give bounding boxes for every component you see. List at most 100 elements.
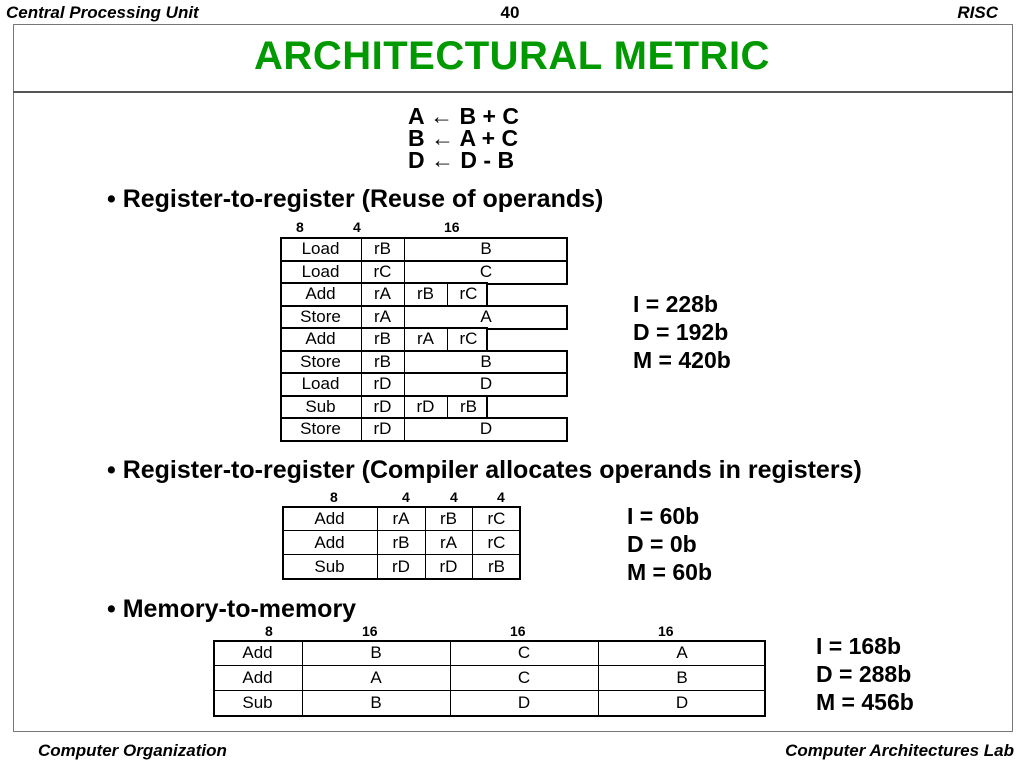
section-3-bullet: • Memory-to-memory — [107, 595, 357, 623]
field-divider — [361, 305, 362, 328]
data-bits: D = 288b — [816, 661, 912, 687]
opcode-cell: Add — [305, 284, 336, 303]
bit-width-label: 8 — [330, 489, 338, 505]
bit-width-label: 16 — [444, 219, 460, 235]
opcode-cell: Store — [300, 419, 341, 438]
operand-cell: D — [675, 693, 689, 712]
slide-title: ARCHITECTURAL METRIC — [254, 34, 770, 78]
memory-bits: M = 420b — [633, 347, 731, 373]
opcode-cell: Store — [300, 352, 341, 371]
register-cell: rD — [373, 397, 392, 416]
register-cell: rB — [374, 329, 391, 348]
field-divider — [404, 327, 405, 350]
field-divider — [404, 237, 405, 260]
register-cell: rA — [374, 284, 391, 303]
column-divider — [472, 506, 473, 578]
instruction-bits: I = 228b — [633, 291, 719, 317]
operand-cell: B — [370, 693, 382, 712]
opcode-cell: Add — [242, 643, 273, 662]
instruction-bits: I = 168b — [816, 633, 902, 659]
opcode-cell: Add — [305, 329, 336, 348]
column-divider — [302, 640, 303, 715]
field-divider — [447, 282, 448, 305]
operand-cell: B — [370, 643, 382, 662]
field-divider — [361, 237, 362, 260]
field-divider — [404, 260, 405, 283]
section-2-stats: I = 60b D = 0b M = 60b — [627, 502, 712, 586]
bit-width-label: 4 — [402, 489, 410, 505]
address-cell: A — [480, 307, 492, 326]
bit-width-label: 8 — [265, 623, 273, 639]
instruction-bits: I = 60b — [627, 503, 700, 529]
header-left: Central Processing Unit — [6, 3, 199, 22]
address-cell: C — [479, 262, 493, 281]
operand-cell: rB — [488, 557, 505, 576]
operand-cell: A — [370, 668, 382, 687]
opcode-cell: Store — [300, 307, 341, 326]
address-cell: D — [479, 419, 493, 438]
field-divider — [361, 327, 362, 350]
opcode-cell: Load — [301, 239, 340, 258]
bit-width-label: 4 — [497, 489, 505, 505]
register-cell: rC — [459, 284, 478, 303]
opcode-cell: Sub — [314, 557, 345, 576]
register-cell: rB — [417, 284, 434, 303]
operand-cell: A — [676, 643, 688, 662]
section-2-bullet: • Register-to-register (Compiler allocat… — [107, 456, 862, 484]
operand-cell: C — [517, 668, 531, 687]
register-cell: rA — [374, 307, 391, 326]
bit-width-label: 16 — [658, 623, 674, 639]
table-border — [282, 506, 521, 580]
footer-right: Computer Architectures Lab — [785, 741, 1014, 760]
operand-cell: rD — [439, 557, 458, 576]
operand-cell: rA — [440, 533, 457, 552]
operand-cell: rC — [487, 509, 506, 528]
instruction-row — [280, 417, 568, 442]
opcode-cell: Add — [314, 509, 345, 528]
field-divider — [404, 350, 405, 373]
field-divider — [404, 372, 405, 395]
column-divider — [450, 640, 451, 715]
operand-cell: rB — [392, 533, 410, 552]
instruction-row — [280, 395, 488, 420]
equation-2: B ← A + C — [408, 125, 519, 151]
slide-frame — [13, 24, 1013, 732]
footer-left: Computer Organization — [38, 741, 227, 760]
operand-cell: B — [676, 668, 688, 687]
row-divider — [282, 554, 521, 555]
section-1-bullet: • Register-to-register (Reuse of operand… — [107, 185, 604, 213]
opcode-cell: Load — [301, 374, 340, 393]
equation-1: A ← B + C — [408, 103, 519, 129]
data-bits: D = 0b — [627, 531, 697, 557]
field-divider — [361, 372, 362, 395]
register-cell: rC — [373, 262, 392, 281]
opcode-cell: Load — [301, 262, 340, 281]
row-divider — [213, 690, 766, 691]
header-right: RISC — [957, 3, 998, 22]
bit-width-label: 16 — [362, 623, 378, 639]
field-divider — [361, 282, 362, 305]
register-cell: rB — [374, 239, 391, 258]
field-divider — [361, 417, 362, 440]
column-divider — [425, 506, 426, 578]
data-bits: D = 192b — [633, 319, 729, 345]
operand-cell: C — [517, 643, 531, 662]
row-divider — [213, 665, 766, 666]
field-divider — [361, 260, 362, 283]
operand-cell: rC — [487, 533, 506, 552]
field-divider — [404, 282, 405, 305]
register-cell: rB — [460, 397, 477, 416]
table-border — [213, 640, 766, 717]
column-divider — [598, 640, 599, 715]
address-cell: B — [480, 239, 492, 258]
opcode-cell: Sub — [242, 693, 273, 712]
register-cell: rB — [374, 352, 391, 371]
row-divider — [282, 530, 521, 531]
register-cell: rD — [416, 397, 435, 416]
section-1-stats: I = 228b D = 192b M = 420b — [633, 290, 731, 374]
column-divider — [377, 506, 378, 578]
page-number: 40 — [500, 3, 520, 22]
address-cell: B — [480, 352, 492, 371]
opcode-cell: Sub — [305, 397, 336, 416]
bit-width-label: 4 — [353, 219, 361, 235]
